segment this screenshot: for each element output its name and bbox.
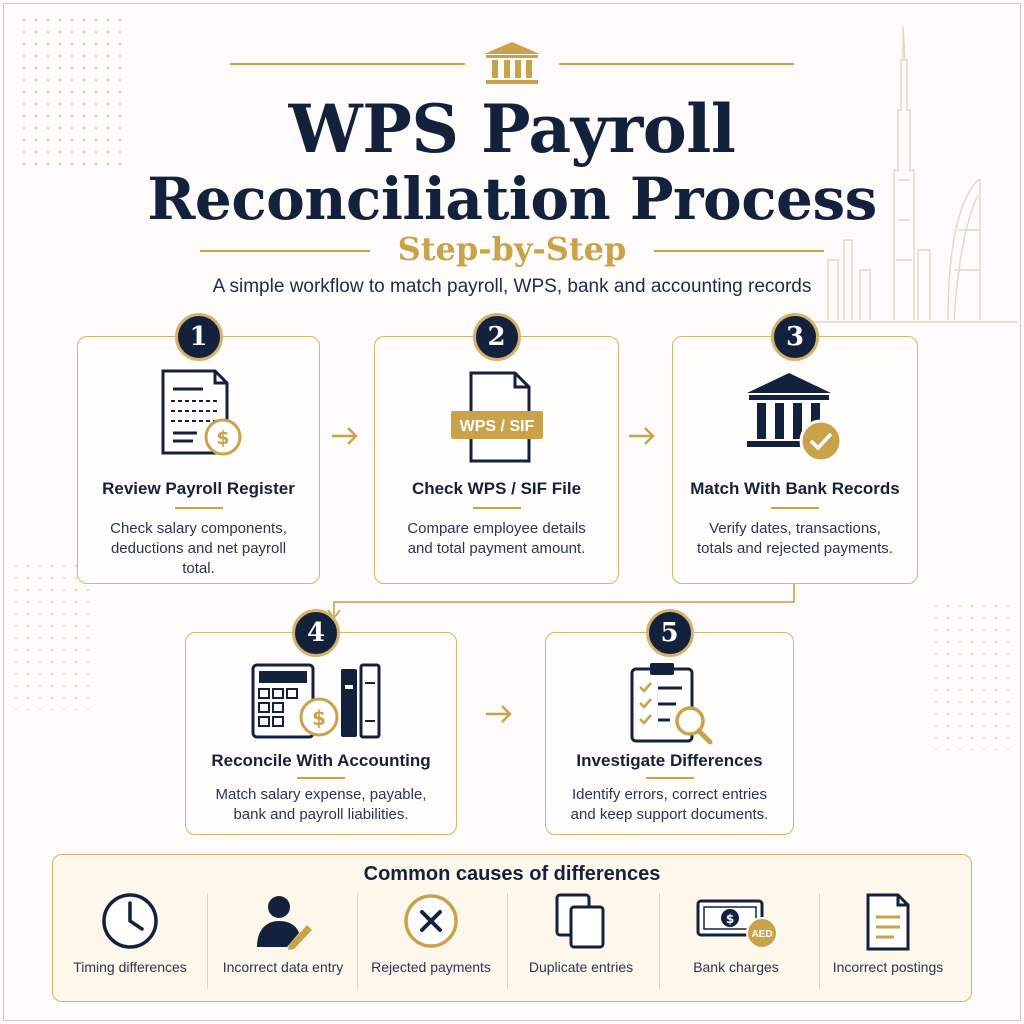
step-card-1: 1 $ Review Payroll Register Check salary…	[77, 313, 320, 584]
divider	[659, 893, 660, 989]
step-card-5: 5 Investigate Differences Identify error…	[545, 609, 794, 835]
currency-badge: AED	[751, 929, 772, 940]
step-title: Reconcile With Accounting	[211, 751, 431, 770]
file-type-label: WPS / SIF	[459, 418, 534, 435]
user-edit-icon	[257, 896, 312, 950]
cause-rejected: Rejected payments	[356, 885, 506, 995]
cause-bank-charges: $ AED Bank charges	[661, 885, 811, 995]
cause-label: Duplicate entries	[528, 959, 634, 975]
causes-title: Common causes of differences	[363, 863, 661, 885]
cause-postings: Incorrect postings	[813, 885, 963, 995]
step-rule	[174, 507, 223, 509]
clipboard-search-icon	[630, 663, 712, 745]
cause-label: Incorrect data entry	[222, 959, 344, 975]
bank-check-icon	[747, 373, 843, 463]
subtitle-rule-left	[200, 250, 370, 252]
header-rule-right	[559, 63, 794, 65]
divider	[819, 893, 820, 989]
step-card-4: 4 $ Reconcile With Accounting Match sala…	[185, 609, 457, 835]
cause-timing: Timing differences	[55, 885, 205, 995]
page-title-line1: WPS Payroll	[288, 90, 736, 168]
step-title: Check WPS / SIF File	[411, 479, 582, 498]
divider	[207, 893, 208, 989]
cause-data-entry: Incorrect data entry	[208, 885, 358, 995]
subtitle-row: Step-by-Step	[200, 230, 824, 270]
step-number-badge: 3	[771, 313, 819, 361]
page-title-line2: Reconciliation Process	[147, 165, 877, 233]
step-title: Review Payroll Register	[102, 479, 295, 498]
svg-text:$: $	[312, 706, 326, 730]
step-number-badge: 5	[645, 609, 694, 657]
dot-pattern-top-left	[18, 14, 128, 174]
cause-label: Timing differences	[73, 959, 187, 975]
step-card-3: 3 Match With Bank Records Verify dates, …	[672, 313, 918, 584]
step-rule	[472, 507, 521, 509]
clock-icon	[102, 893, 158, 949]
step-description: Compare employee details and total payme…	[407, 520, 586, 557]
svg-text:$: $	[216, 427, 229, 449]
cause-label: Rejected payments	[371, 959, 491, 975]
payroll-register-icon: $	[161, 369, 241, 456]
reject-icon	[404, 894, 458, 948]
step-description: Check salary components, deductions and …	[110, 520, 287, 577]
divider	[357, 893, 358, 989]
dot-pattern-left	[10, 560, 90, 710]
step-description: Identify errors, correct entries and kee…	[570, 786, 769, 823]
step-title: Match With Bank Records	[690, 479, 900, 498]
step-description: Verify dates, transactions, totals and r…	[697, 520, 893, 557]
page-description: A simple workflow to match payroll, WPS,…	[212, 276, 812, 297]
svg-text:$: $	[726, 912, 734, 926]
cause-duplicate: Duplicate entries	[506, 885, 656, 995]
arrow-right-icon	[629, 427, 655, 445]
institution-logo-icon	[484, 42, 540, 84]
step-number-badge: 2	[472, 313, 521, 361]
skyline-icon	[808, 25, 1018, 323]
common-causes-panel: Common causes of differences Timing diff…	[52, 854, 972, 1002]
duplicate-icon	[555, 893, 605, 949]
page-frame	[3, 3, 1021, 1021]
step-card-2: 2 WPS / SIF Check WPS / SIF File Compare…	[374, 313, 619, 584]
divider	[507, 893, 508, 989]
step-number-badge: 1	[174, 313, 223, 361]
step-rule	[645, 777, 694, 779]
cause-label: Bank charges	[693, 959, 779, 975]
dot-pattern-right	[930, 600, 1010, 750]
header-rule-left	[230, 63, 465, 65]
cause-label: Incorrect postings	[832, 959, 944, 975]
header-logo-row	[230, 40, 794, 88]
subtitle-rule-right	[654, 250, 824, 252]
document-icon	[866, 893, 910, 951]
banknote-icon: $ AED	[696, 899, 778, 949]
step-description: Match salary expense, payable, bank and …	[215, 786, 427, 823]
subtitle: Step-by-Step	[397, 230, 627, 268]
wps-sif-file-icon: WPS / SIF	[450, 371, 543, 463]
step-title: Investigate Differences	[576, 751, 763, 770]
step-rule	[771, 507, 819, 509]
step-rule	[297, 777, 345, 779]
step-number-badge: 4	[292, 609, 340, 657]
accounting-ledger-icon: $	[251, 663, 381, 739]
arrow-right-icon	[332, 427, 358, 445]
arrow-right-icon	[486, 705, 512, 723]
